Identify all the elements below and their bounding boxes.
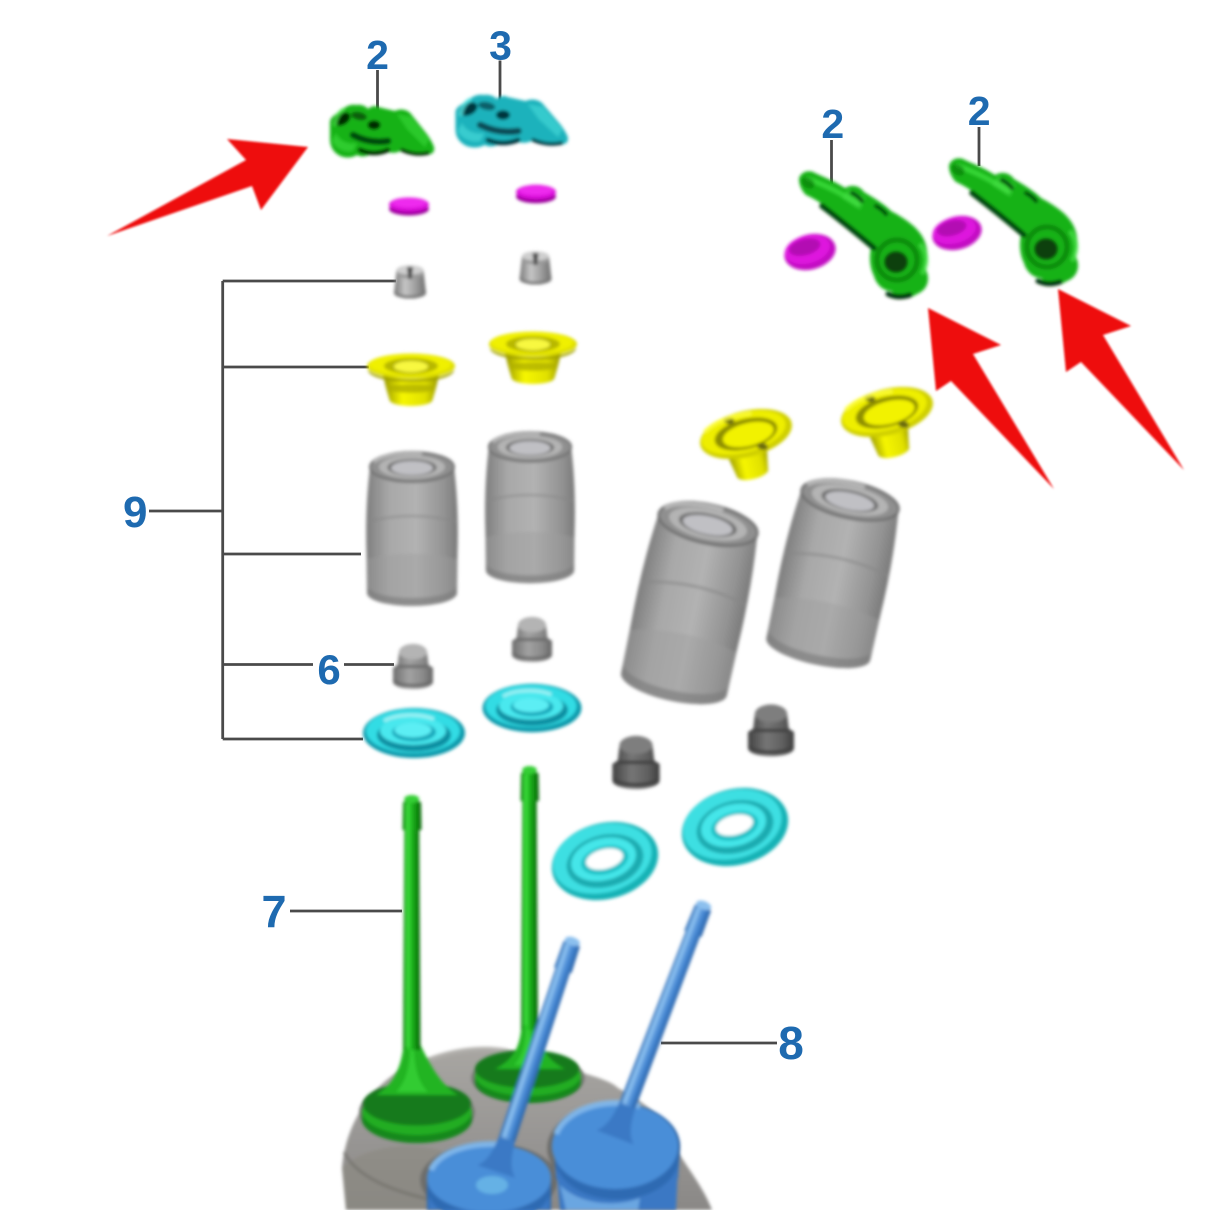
svg-text:2: 2 (968, 88, 991, 134)
svg-text:8: 8 (778, 1017, 804, 1069)
svg-text:6: 6 (317, 646, 340, 693)
svg-text:2: 2 (821, 101, 844, 147)
svg-text:2: 2 (366, 32, 389, 78)
svg-text:3: 3 (489, 23, 512, 69)
svg-text:9: 9 (123, 488, 147, 537)
svg-text:7: 7 (261, 886, 286, 937)
